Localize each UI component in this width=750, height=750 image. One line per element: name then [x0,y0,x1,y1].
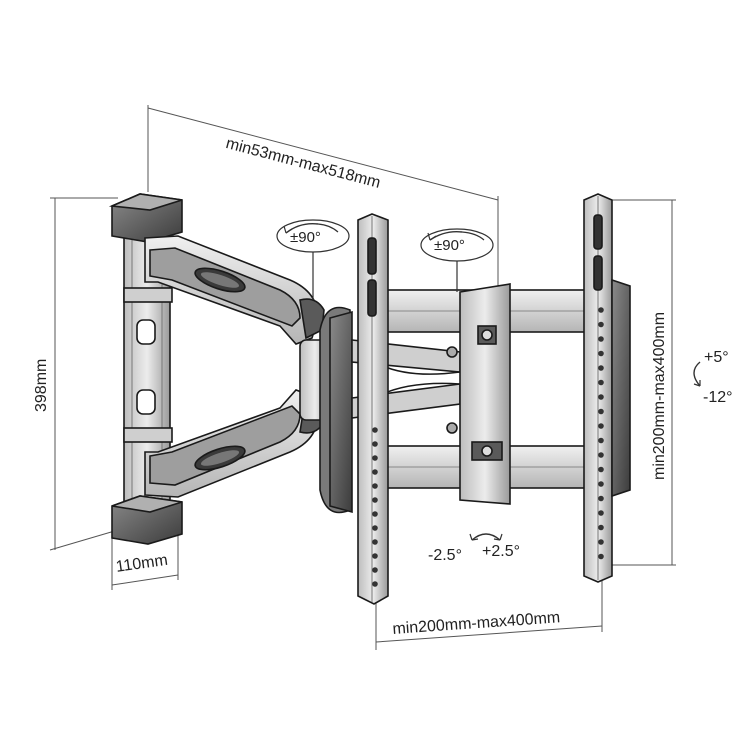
vesa-bracket-left [357,213,389,605]
vesa-hole [372,567,378,573]
vesa-hole [598,466,604,473]
vesa-hole [598,350,604,357]
vesa-hole [372,581,378,587]
vesa-hole [598,437,604,444]
vesa-hole [372,455,378,461]
vesa-hole [372,511,378,517]
vesa-hole [598,495,604,502]
vesa-hole [598,394,604,400]
vesa-hole [598,481,604,487]
vesa-hole [372,539,378,545]
level-right-label: +2.5° [482,543,520,560]
vesa-hole [372,427,378,433]
vesa-hole [598,307,604,313]
vesa-hole [598,423,604,429]
vesa-hole [598,524,604,531]
vesa-hole [372,553,378,559]
vesa-hole [598,539,604,545]
dimension-lines [49,105,676,650]
tilt-down-label: -12° [703,389,733,406]
vesa-hole [598,553,604,560]
vesa-hole [372,469,378,475]
vesa-hole [372,525,378,531]
tilt-arrow-icon [693,361,701,387]
rotation-arrows [276,219,701,541]
vesa-hole [372,483,378,489]
level-left-label: -2.5° [428,547,462,564]
wall-plate-height-label: 398mm [33,358,50,412]
vesa-hole [372,497,378,503]
vesa-bracket-right [583,193,631,583]
vesa-hole [372,441,378,447]
vesa-hole [598,379,604,386]
vesa-hole [598,510,604,516]
lower-arm [144,389,325,498]
swivel-head-label: ±90° [434,237,465,254]
vesa-hole [598,365,604,371]
upper-arm [144,235,325,345]
vesa-hole [598,336,604,342]
vesa-hole [598,321,604,328]
vesa-hole [598,452,604,458]
vesa-hole [598,408,604,415]
swivel-arm-label: ±90° [290,229,321,246]
tilt-up-label: +5° [704,349,729,366]
level-arrow-icon [471,533,501,541]
vesa-vertical-label: min200mm-max400mm [651,311,668,480]
